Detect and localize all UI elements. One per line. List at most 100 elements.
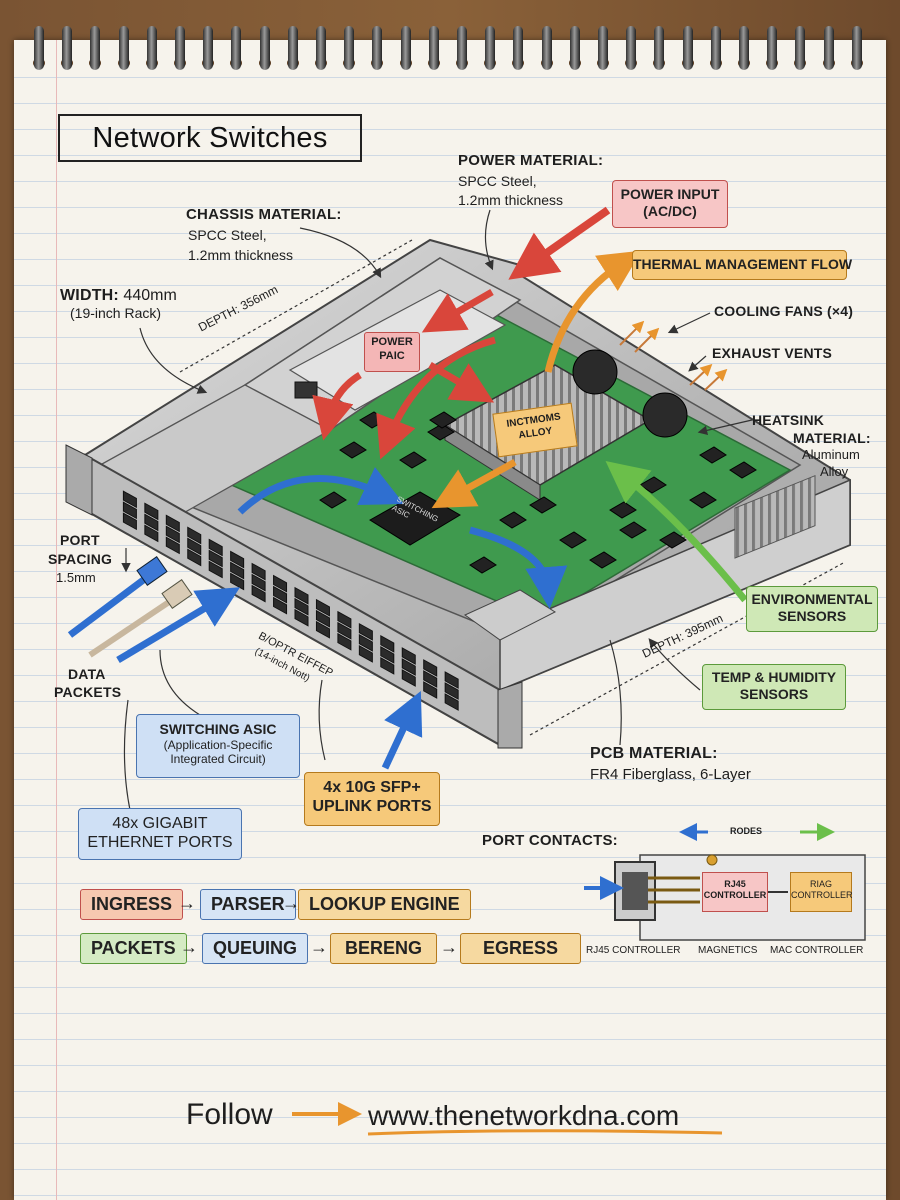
leader-power xyxy=(484,209,494,271)
data-packets-arrow xyxy=(116,587,241,664)
thermal-arrow-up xyxy=(544,250,642,373)
uplink-line-1: 4x 10G SFP+ xyxy=(323,779,421,796)
width-note: (19-inch Rack) xyxy=(70,305,162,321)
website-link[interactable]: www.thenetworkdna.com xyxy=(368,1100,680,1131)
binding-ring xyxy=(767,26,778,70)
power-material-value-1: SPCC Steel, xyxy=(458,173,537,189)
ethernet-port xyxy=(423,681,438,699)
pcb-chip xyxy=(619,521,647,539)
pcb-chip xyxy=(609,501,637,519)
pcb-chip xyxy=(339,441,367,459)
ethernet-port xyxy=(273,596,288,615)
ethernet-port xyxy=(144,502,159,521)
binding-ring xyxy=(118,26,129,70)
binding-ring xyxy=(400,26,411,70)
port-spacing-label-3: 1.5mm xyxy=(56,570,96,585)
gigabit-ports-callout: 48x GIGABIT ETHERNET PORTS xyxy=(78,808,242,860)
power-socket xyxy=(294,381,318,399)
binding-ring xyxy=(175,26,185,70)
pcb-chip xyxy=(469,556,497,574)
leader-pcb xyxy=(609,639,622,746)
rj45-controller-box: RJ45 CONTROLLER xyxy=(702,872,768,912)
ethernet-port xyxy=(144,524,159,543)
flow-arrow-5: → xyxy=(440,937,458,957)
data-arrow-asic xyxy=(469,526,568,609)
binding-ring xyxy=(372,26,383,70)
leader-cooling xyxy=(667,312,711,334)
chassis-material-value-1: SPCC Steel, xyxy=(188,227,267,243)
url-underline xyxy=(367,1129,723,1136)
chassis-material-title: CHASSIS MATERIAL: xyxy=(186,206,342,223)
power-input-callout: POWER INPUT (AC/DC) xyxy=(612,180,728,228)
thermal-management-callout: THERMAL MANAGEMENT FLOW xyxy=(632,250,852,280)
chassis-material-value-2: 1.2mm thickness xyxy=(188,247,294,263)
ethernet-port xyxy=(165,525,180,544)
ethernet-port xyxy=(401,658,416,676)
heatsink-label-2: MATERIAL: xyxy=(793,430,871,446)
side-vent xyxy=(734,475,816,559)
ethernet-port xyxy=(273,574,288,593)
uplink-ports-callout: 4x 10G SFP+ UPLINK PORTS xyxy=(304,772,440,826)
heatsink-label-4: Alloy xyxy=(820,464,849,479)
ethernet-port xyxy=(187,548,202,567)
ethernet-port xyxy=(122,512,137,531)
heatsink-label-1: HEATSINK xyxy=(752,412,825,428)
leader-exhaust xyxy=(688,355,707,372)
uplink-line-2: UPLINK PORTS xyxy=(312,798,432,816)
ethernet-port xyxy=(358,622,373,641)
flow-egress: EGRESS xyxy=(460,933,582,964)
leader-heatsink xyxy=(697,419,753,436)
ethernet-port xyxy=(122,490,137,509)
ethernet-port xyxy=(122,501,137,520)
port-legend-label: RODES xyxy=(730,826,763,836)
pcb-chip xyxy=(689,491,717,509)
exhaust-arrow-2 xyxy=(634,327,660,353)
exhaust-arrow-3 xyxy=(689,363,713,386)
binding-ring xyxy=(654,26,665,70)
binding-ring xyxy=(457,26,467,70)
ethernet-port xyxy=(337,621,352,640)
pcb-material-value: FR4 Fiberglass, 6-Layer xyxy=(590,766,751,783)
binding-ring xyxy=(34,26,44,70)
port-spacing-label-1: PORT xyxy=(60,532,100,548)
ethernet-port xyxy=(230,550,245,569)
ethernet-port xyxy=(423,659,438,677)
ethernet-port xyxy=(380,657,395,675)
power-material-value-2: 1.2mm thickness xyxy=(458,192,564,208)
ethernet-port xyxy=(208,549,223,568)
ethernet-port xyxy=(230,561,245,580)
ethernet-port xyxy=(358,644,373,663)
pcb-chip xyxy=(659,531,687,549)
port-spacing-label-2: SPACING xyxy=(48,551,113,567)
binding-ring xyxy=(259,26,270,70)
temp-humidity-callout: TEMP & HUMIDITY SENSORS xyxy=(702,664,846,710)
exhaust-arrow-4 xyxy=(704,368,728,391)
blue-cable-plug xyxy=(136,556,168,586)
ethernet-port xyxy=(423,670,438,688)
ethernet-port xyxy=(208,560,223,579)
follow-text: Follow xyxy=(186,1098,273,1131)
pcb-chip xyxy=(319,491,347,509)
flow-arrow-1: → xyxy=(178,893,196,913)
environmental-sensors-callout: ENVIRONMENTAL SENSORS xyxy=(746,586,878,632)
pcb-material-title: PCB MATERIAL: xyxy=(590,745,718,762)
ethernet-port xyxy=(315,620,330,639)
width-title: WIDTH: xyxy=(60,287,119,304)
ethernet-port xyxy=(401,647,416,665)
blue-ethernet-cable xyxy=(67,572,153,638)
flow-parser: PARSER xyxy=(200,889,296,920)
binding-ring xyxy=(90,26,101,70)
leader-asic xyxy=(159,649,201,716)
ethernet-port xyxy=(315,598,330,617)
riag-controller-box: RIAG CONTROLLER xyxy=(790,872,853,912)
binding-ring xyxy=(203,26,214,70)
beige-ethernet-cable xyxy=(88,595,177,658)
ethernet-port xyxy=(337,610,352,629)
thermal-arrow-down xyxy=(431,458,517,509)
ethernet-port xyxy=(315,609,330,628)
ethernet-port xyxy=(187,526,202,545)
rack-ear-left xyxy=(65,444,93,516)
flow-queuing: QUEUING xyxy=(202,933,309,964)
flow-arrow-4: → xyxy=(310,937,328,957)
